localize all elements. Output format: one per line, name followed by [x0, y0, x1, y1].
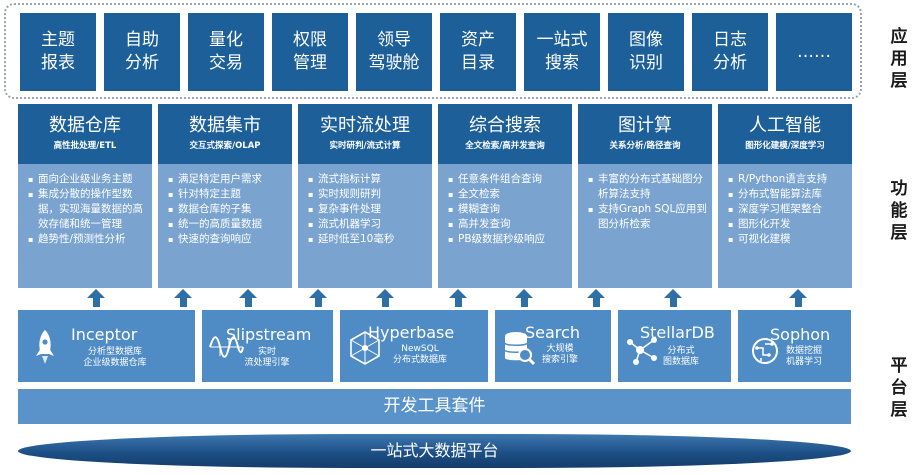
wave-icon [209, 336, 244, 358]
function-item: 可视化建模 [728, 232, 848, 247]
platform-layer-label: 平台层 [890, 356, 908, 420]
app-log-analysis: 日志分析 [692, 13, 768, 91]
function-subtitle: 交互式探索/OLAP [189, 141, 261, 151]
product-description: 实时流处理引擎 [244, 347, 290, 368]
function-item: 统一的高质量数据 [168, 217, 288, 232]
app-more: …… [776, 13, 852, 91]
function-subtitle: 关系分析/路径查询 [609, 141, 681, 151]
function-item: 流式指标计算 [308, 172, 428, 187]
application-layer-frame [4, 3, 862, 99]
cube-icon [350, 331, 380, 365]
app-self-service-analysis: 自助分析 [104, 13, 180, 91]
app-leader-cockpit: 领导驾驶舱 [356, 13, 432, 91]
function-item: 满足特定用户需求 [168, 172, 288, 187]
function-subtitle: 全文检索/高并发查询 [465, 141, 545, 151]
app-permission-management: 权限管理 [272, 13, 348, 91]
function-item: 面向企业级业务主题 [28, 172, 148, 187]
function-item: PB级数据秒级响应 [448, 232, 568, 247]
product-description: 数据挖掘机器学习 [785, 346, 822, 367]
app-one-stop-search: 一站式搜索 [524, 13, 600, 91]
product-name: StellarDB [640, 323, 715, 342]
application-layer-label: 应用层 [890, 27, 908, 91]
graph-icon [627, 337, 657, 365]
rocket-icon [36, 330, 54, 364]
app-asset-catalog: 资产目录 [440, 13, 516, 91]
function-title: 实时流处理 [320, 115, 410, 136]
product-description: 分析型数据库企业级数据仓库 [83, 347, 147, 368]
product-sophon: Sophon 数据挖掘机器学习 [738, 310, 851, 382]
function-title: 综合搜索 [469, 115, 541, 136]
app-quant-trading: 量化交易 [188, 13, 264, 91]
app-image-recognition: 图像识别 [608, 13, 684, 91]
function-layer-label: 功能层 [890, 179, 908, 243]
function-item: 针对特定主题 [168, 187, 288, 202]
product-name: Inceptor [71, 325, 138, 344]
function-item: 实时规则研判 [308, 187, 428, 202]
brain-icon [752, 338, 778, 364]
product-inceptor: Inceptor 分析型数据库企业级数据仓库 [18, 310, 195, 382]
app-topic-report: 主题报表 [20, 13, 96, 91]
dev-tools-suite-bar: 开发工具套件 [18, 389, 851, 424]
product-description: 分布式图数据库 [662, 346, 699, 367]
function-subtitle: 高性批处理/ETL [53, 141, 117, 151]
function-item: 快速的查询响应 [168, 232, 288, 247]
function-item: 任意条件组合查询 [448, 172, 568, 187]
function-item: 支持Graph SQL应用到图分析检索 [588, 202, 708, 232]
function-item: 复杂事件处理 [308, 202, 428, 217]
function-item: 丰富的分布式基础图分析算法支持 [588, 172, 708, 202]
product-stellardb: StellarDB 分布式图数据库 [618, 310, 731, 382]
function-title: 数据集市 [189, 115, 261, 136]
function-item: 高并发查询 [448, 217, 568, 232]
function-item: 数据仓库的子集 [168, 202, 288, 217]
product-description: 大规模搜索引擎 [541, 344, 578, 365]
function-item: 分布式智能算法库 [728, 187, 848, 202]
product-name: Slipstream [226, 325, 312, 344]
function-item: 图形化开发 [728, 217, 848, 232]
function-title: 数据仓库 [49, 115, 121, 136]
function-item: 深度学习框架整合 [728, 202, 848, 217]
product-name: Search [525, 323, 580, 342]
function-item: 流式机器学习 [308, 217, 428, 232]
function-item: 延时低至10毫秒 [308, 232, 428, 247]
function-title: 图计算 [618, 115, 672, 136]
function-item: R/Python语言支持 [728, 172, 848, 187]
product-search: Search 大规模搜索引擎 [495, 310, 611, 382]
database-search-icon [504, 332, 535, 366]
function-item: 趋势性/预测性分析 [28, 232, 148, 247]
big-data-platform-bar: 一站式大数据平台 [18, 434, 851, 468]
product-name: Hyperbase [368, 323, 455, 342]
function-item: 全文检索 [448, 187, 568, 202]
function-item: 集成分散的操作型数据，实现海量数据的高效存储和统一管理 [28, 187, 148, 232]
function-subtitle: 图形化建模/深度学习 [745, 141, 825, 151]
product-name: Sophon [770, 325, 831, 344]
product-slipstream: Slipstream 实时流处理引擎 [202, 310, 333, 382]
function-subtitle: 实时研判/流式计算 [329, 141, 401, 151]
function-item: 模糊查询 [448, 202, 568, 217]
function-title: 人工智能 [749, 115, 821, 136]
